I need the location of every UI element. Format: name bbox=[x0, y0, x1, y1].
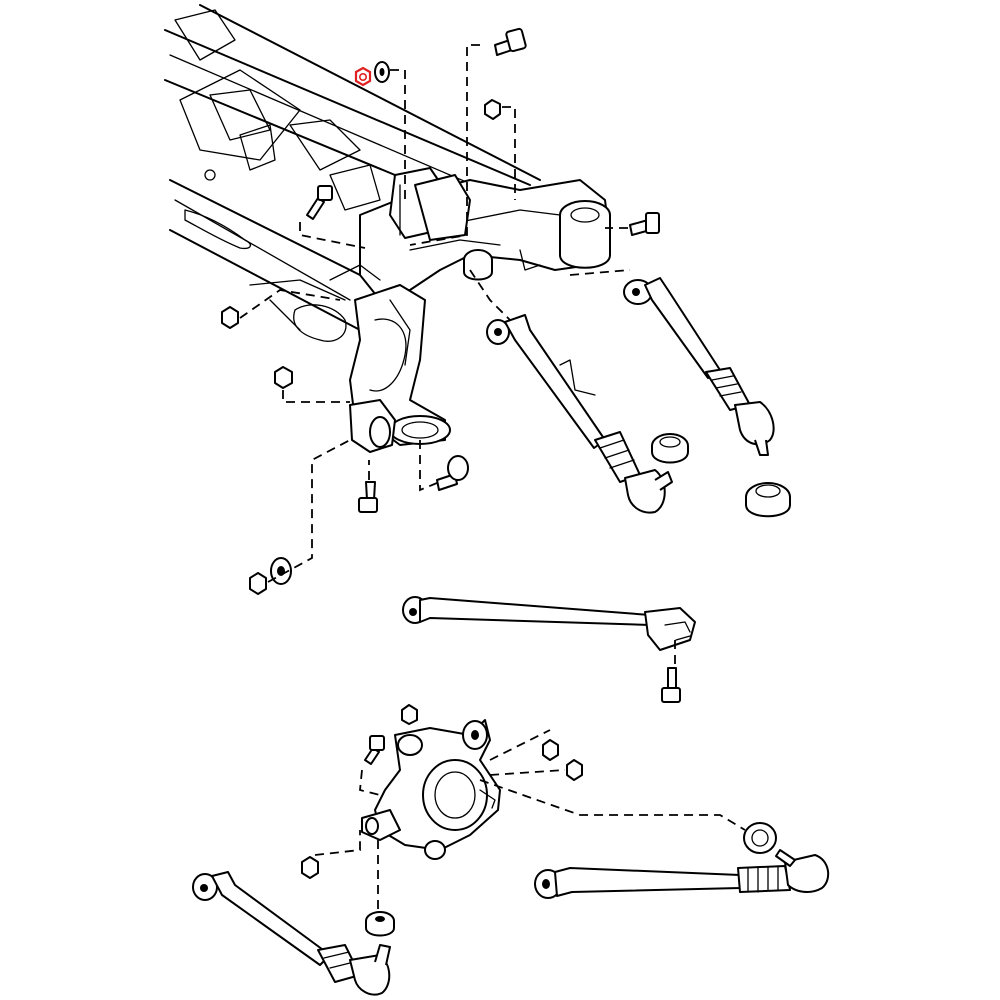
bushing bbox=[651, 433, 689, 464]
highlighted-nut[interactable] bbox=[354, 66, 372, 87]
nut bbox=[542, 739, 559, 761]
bolt bbox=[436, 455, 469, 491]
toe-control-arm bbox=[486, 314, 673, 514]
lower-link-arm bbox=[402, 596, 696, 651]
bolt bbox=[358, 481, 378, 513]
bolt bbox=[494, 27, 527, 56]
lower-arm bbox=[534, 854, 830, 899]
bolt bbox=[661, 667, 681, 703]
nut bbox=[401, 704, 418, 725]
assembly-guide-lines bbox=[314, 729, 746, 915]
bushing bbox=[365, 911, 395, 937]
nut bbox=[274, 366, 293, 389]
upper-arm bbox=[623, 277, 775, 456]
nut bbox=[566, 759, 583, 781]
rear-axle-carrier bbox=[361, 719, 501, 860]
nut bbox=[301, 856, 319, 879]
washer bbox=[374, 61, 390, 83]
trailing-arm bbox=[192, 871, 391, 996]
bolt bbox=[775, 849, 796, 867]
rear-suspension-crossmember bbox=[164, 4, 611, 453]
nut bbox=[249, 572, 267, 595]
bushing bbox=[745, 482, 791, 518]
assembly-guide-lines bbox=[239, 44, 631, 583]
bolt bbox=[629, 212, 660, 236]
bolt bbox=[306, 185, 333, 220]
bolt bbox=[364, 735, 385, 765]
nut bbox=[221, 306, 239, 329]
bushing bbox=[743, 822, 777, 854]
nut bbox=[484, 99, 501, 120]
